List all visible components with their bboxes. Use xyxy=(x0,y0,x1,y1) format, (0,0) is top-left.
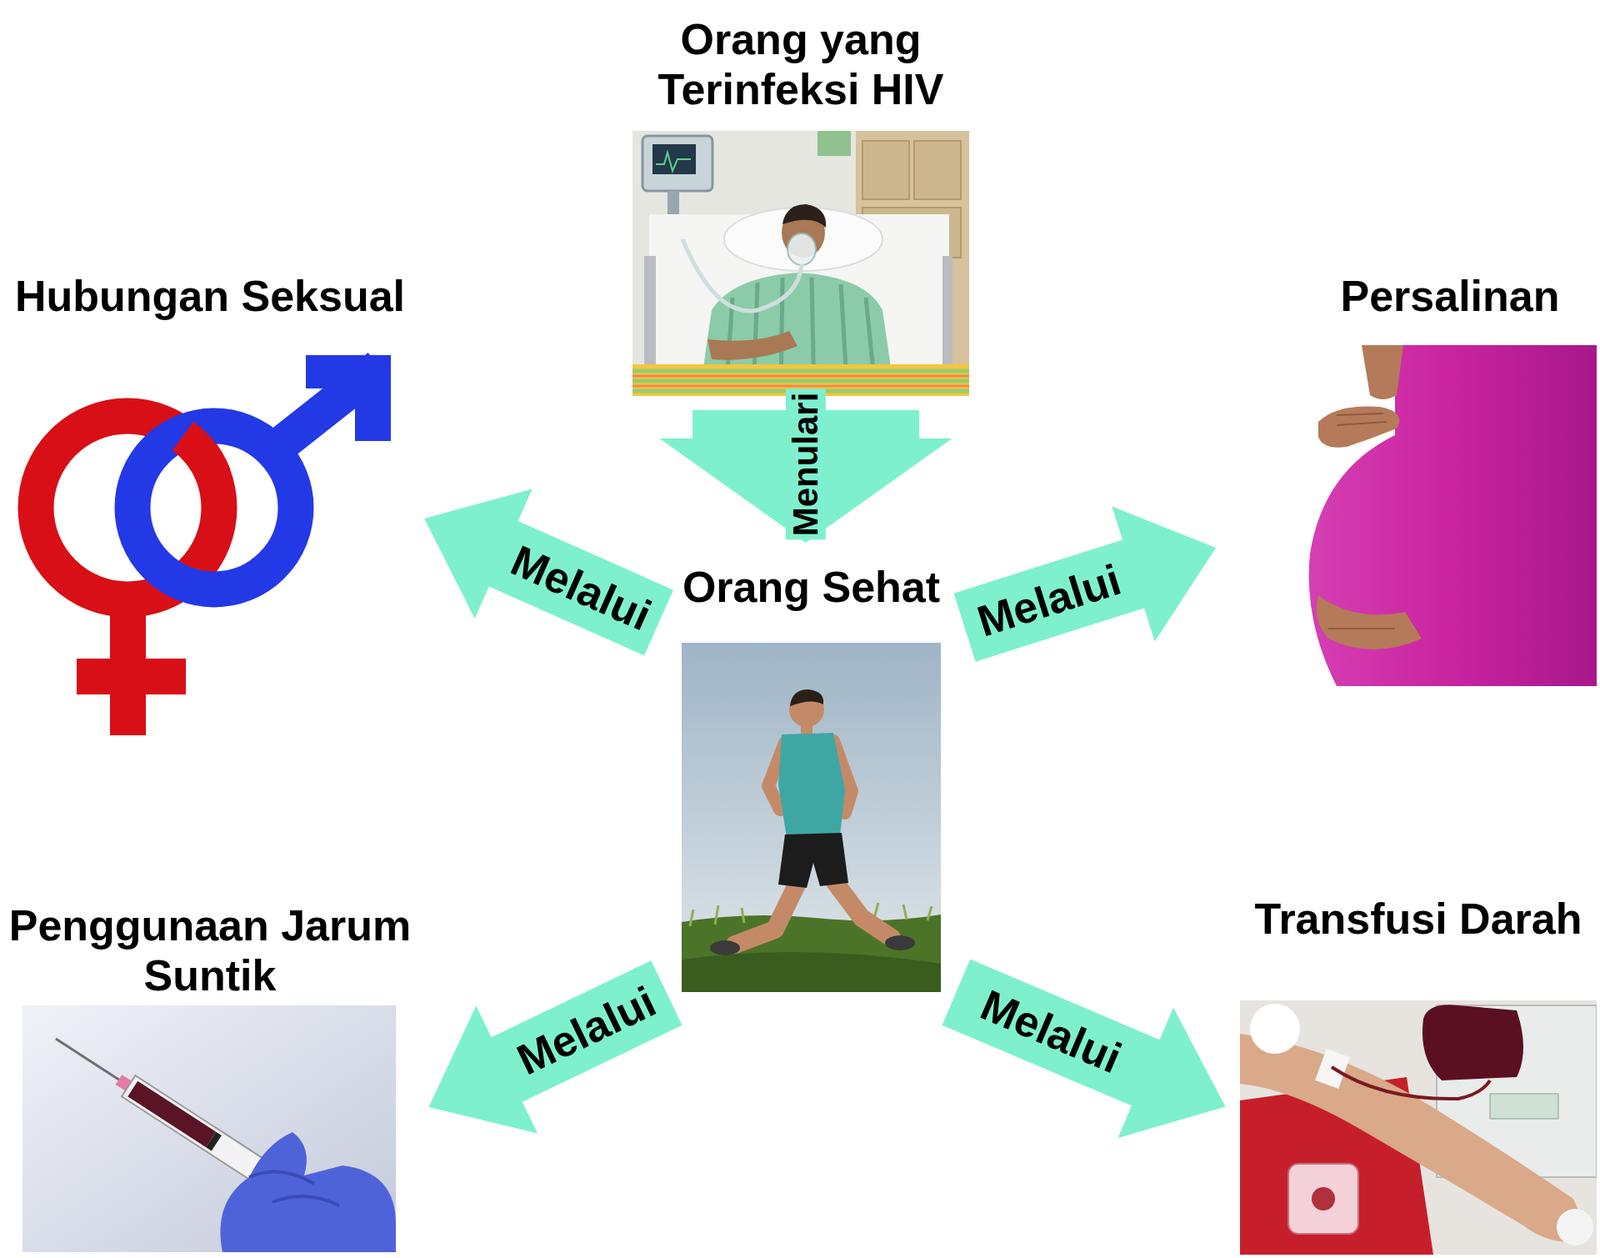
patient-photo-part xyxy=(632,130,970,396)
block-arrow xyxy=(942,959,1226,1138)
syringe-photo-part xyxy=(22,1005,396,1252)
patient-photo-part xyxy=(707,330,798,360)
node-heading-group: Orang Sehat xyxy=(681,561,941,612)
runner-photo-part xyxy=(681,914,941,992)
runner-photo-part xyxy=(778,832,849,888)
gender-symbol xyxy=(35,355,391,735)
transfusion-photo-part xyxy=(1422,1004,1524,1080)
syringe-photo-part xyxy=(121,1075,270,1184)
arrow-label: Menulari xyxy=(785,389,826,540)
transfusion-photo-part xyxy=(1490,1093,1559,1119)
node-heading: Orang yang Terinfeksi HIV xyxy=(632,14,970,115)
runner-photo xyxy=(681,642,941,992)
node-box: Transfusi Darah xyxy=(1240,893,1597,1255)
patient-photo-part xyxy=(862,140,910,200)
transfusion-photo-part xyxy=(1556,1208,1594,1245)
transfusion-photo-part xyxy=(1311,1186,1335,1210)
block-arrow xyxy=(954,505,1217,661)
node-heading-group: Orang yang Terinfeksi HIV xyxy=(632,14,970,115)
syringe-photo-part xyxy=(249,1171,340,1205)
block-arrow xyxy=(428,960,682,1133)
runner-photo-part xyxy=(778,732,845,838)
node-box: Orang yang Terinfeksi HIV xyxy=(632,14,970,396)
node-box: Penggunaan Jarum Suntik xyxy=(3,900,417,1252)
gender-symbol-part xyxy=(76,658,186,695)
node-heading: Persalinan xyxy=(1303,270,1597,321)
patient-photo-part xyxy=(652,144,696,175)
transfusion-photo-part xyxy=(1288,1163,1359,1234)
pregnancy-photo-part xyxy=(1316,595,1422,650)
gender-symbol-part xyxy=(355,355,391,441)
patient-photo-part xyxy=(782,204,826,228)
syringe-photo-part xyxy=(55,1038,120,1080)
transfusion-photo-part xyxy=(1331,1066,1490,1099)
patient-photo-part xyxy=(787,233,816,265)
patient-photo-part xyxy=(817,130,851,156)
node-heading: Orang Sehat xyxy=(681,561,941,612)
node-heading: Hubungan Seksual xyxy=(3,270,417,321)
node-box: Hubungan Seksual xyxy=(3,270,417,735)
patient-photo-part xyxy=(682,239,802,311)
runner-photo-part xyxy=(831,877,892,938)
runner-photo-part xyxy=(681,642,941,992)
node-heading: Penggunaan Jarum Suntik xyxy=(3,900,417,1000)
node-heading-group: Hubungan Seksual xyxy=(3,270,417,321)
syringe-photo-part xyxy=(220,1131,396,1252)
block-arrow xyxy=(424,489,674,656)
runner-photo-part xyxy=(735,880,799,945)
pregnancy-photo-part xyxy=(1336,413,1387,425)
transfusion-photo-part xyxy=(1240,1033,1590,1242)
pregnancy-photo-part xyxy=(1361,345,1404,400)
transfusion-photo-part xyxy=(1240,1000,1597,1255)
patient-photo-part xyxy=(655,152,691,171)
patient-photo-part xyxy=(632,370,970,391)
node-box: Persalinan xyxy=(1303,270,1597,686)
patient-photo xyxy=(632,130,970,396)
node-heading-group: Penggunaan Jarum Suntik xyxy=(3,900,417,1000)
patient-photo-part xyxy=(632,375,970,386)
pregnancy-photo xyxy=(1303,345,1597,686)
transfusion-photo xyxy=(1240,1000,1597,1255)
gender-symbol-part xyxy=(183,435,215,476)
patient-photo-part xyxy=(914,140,961,200)
syringe-photo-part xyxy=(205,1131,222,1151)
pregnancy-photo-part xyxy=(1303,345,1597,686)
runner-photo-part xyxy=(690,902,932,926)
pregnancy-photo-part xyxy=(1318,405,1400,447)
transfusion-photo-part xyxy=(1250,1003,1300,1054)
node-box: Orang Sehat xyxy=(681,561,941,992)
runner-photo-part xyxy=(710,940,740,955)
runner-photo-part xyxy=(790,689,824,706)
runner-photo-part xyxy=(681,951,941,992)
syringe-photo xyxy=(22,1005,396,1252)
runner-photo-part xyxy=(885,935,915,950)
node-heading: Transfusi Darah xyxy=(1240,893,1597,944)
pregnancy-photo-part xyxy=(1328,627,1395,630)
pregnancy-photo-part xyxy=(1309,345,1597,686)
syringe-photo-part xyxy=(127,1080,216,1147)
node-heading-group: Transfusi Darah xyxy=(1240,893,1597,944)
node-heading-group: Persalinan xyxy=(1303,270,1597,321)
patient-photo-part xyxy=(642,135,713,191)
